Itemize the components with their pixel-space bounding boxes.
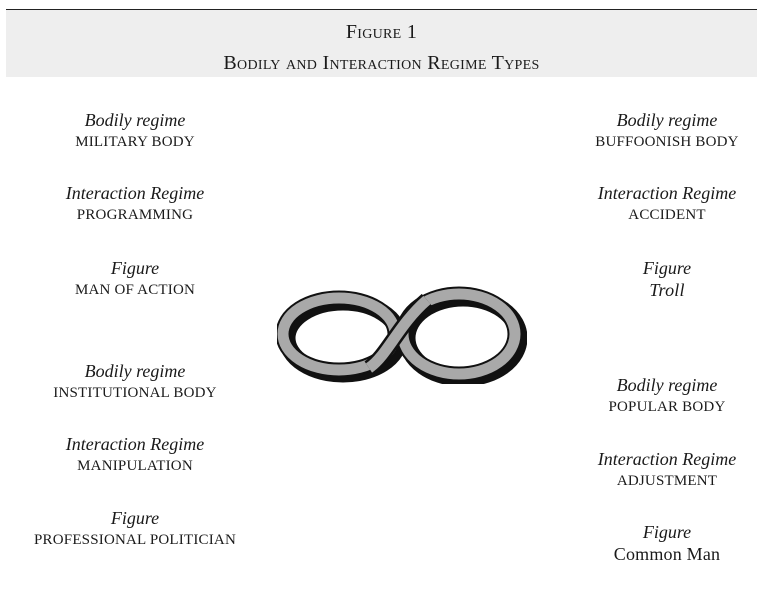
- bodily-regime-label: Bodily regime: [84, 361, 186, 381]
- bodily-regime-label: Bodily regime: [616, 375, 718, 395]
- figure-type-label: Figure: [642, 522, 692, 542]
- figure-type-label: Figure: [642, 258, 692, 278]
- interaction-regime-value: MANIPULATION: [77, 458, 193, 474]
- figure-type-value: MAN OF ACTION: [74, 282, 196, 298]
- bodily-regime-block: Bodily regime BUFFOONISH BODY: [577, 109, 757, 153]
- interaction-regime-block: Interaction Regime MANIPULATION: [40, 433, 230, 477]
- figure-type-value: Troll: [649, 280, 685, 300]
- figure-type-block: Figure Troll: [597, 257, 737, 301]
- interaction-regime-value: PROGRAMMING: [76, 207, 194, 223]
- interaction-regime-block: Interaction Regime ADJUSTMENT: [580, 448, 754, 492]
- interaction-regime-value: ADJUSTMENT: [616, 473, 718, 489]
- infinity-body: [277, 286, 523, 382]
- bodily-regime-block: Bodily regime POPULAR BODY: [592, 374, 742, 418]
- figure-number: Figure 1: [345, 21, 418, 43]
- infinity-icon: [277, 286, 527, 384]
- top-rule: [6, 9, 757, 10]
- figure-type-value: Common Man: [613, 544, 721, 564]
- bodily-regime-value: BUFFOONISH BODY: [595, 134, 739, 150]
- bodily-regime-label: Bodily regime: [84, 110, 186, 130]
- interaction-regime-block: Interaction Regime ACCIDENT: [580, 182, 754, 226]
- interaction-regime-label: Interaction Regime: [65, 434, 205, 454]
- bodily-regime-value: INSTITUTIONAL BODY: [53, 385, 217, 401]
- figure-type-block: Figure PROFESSIONAL POLITICIAN: [0, 507, 270, 551]
- figure-title: Bodily and Interaction Regime Types: [223, 52, 540, 74]
- interaction-regime-label: Interaction Regime: [65, 183, 205, 203]
- interaction-regime-label: Interaction Regime: [597, 449, 737, 469]
- bodily-regime-value: MILITARY BODY: [75, 134, 195, 150]
- interaction-regime-label: Interaction Regime: [597, 183, 737, 203]
- figure-type-value: PROFESSIONAL POLITICIAN: [34, 532, 236, 548]
- bodily-regime-value: POPULAR BODY: [608, 399, 726, 415]
- bodily-regime-label: Bodily regime: [616, 110, 718, 130]
- bodily-regime-block: Bodily regime INSTITUTIONAL BODY: [25, 360, 245, 404]
- interaction-regime-value: ACCIDENT: [628, 207, 706, 223]
- figure-type-label: Figure: [110, 508, 160, 528]
- bodily-regime-block: Bodily regime MILITARY BODY: [60, 109, 210, 153]
- figure-type-block: Figure Common Man: [597, 521, 737, 565]
- interaction-regime-block: Interaction Regime PROGRAMMING: [40, 182, 230, 226]
- figure-header: Figure 1 Bodily and Interaction Regime T…: [6, 10, 757, 77]
- figure-type-label: Figure: [110, 258, 160, 278]
- figure-type-block: Figure MAN OF ACTION: [50, 257, 220, 301]
